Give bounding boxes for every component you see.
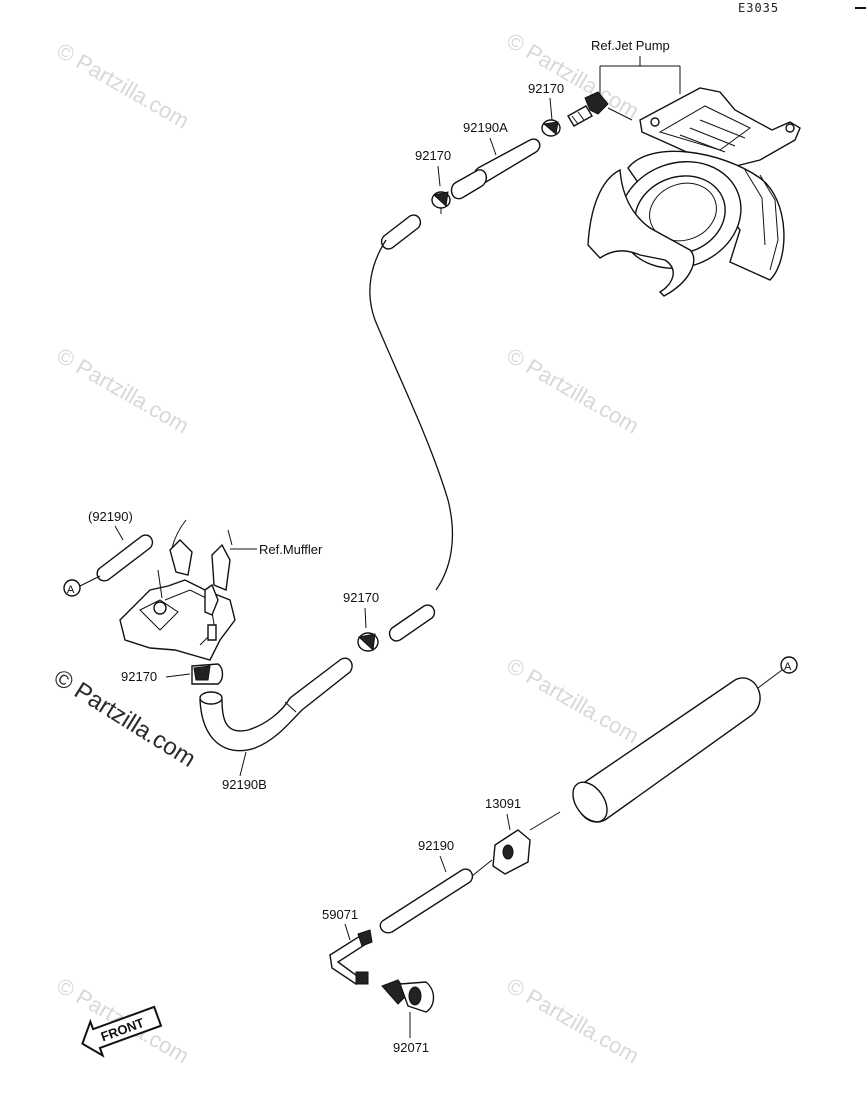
muffler-reference [119, 519, 236, 661]
elbow-fitting-top [567, 91, 633, 127]
hose-92190-left [96, 534, 154, 582]
label-92190-paren: (92190) [88, 509, 133, 524]
watermark: © Partzilla.com [503, 973, 644, 1069]
watermark: © Partzilla.com [53, 343, 194, 439]
block-13091 [492, 829, 531, 875]
label-92190A: 92190A [463, 120, 508, 135]
marker-a-left: A [63, 575, 101, 597]
label-92170-mid: 92170 [415, 148, 451, 163]
nozzle-92071 [381, 979, 435, 1013]
hose-92190A [450, 138, 541, 200]
label-13091: 13091 [485, 796, 521, 811]
hose-long-connector [369, 214, 454, 642]
watermark: © Partzilla.com [53, 38, 194, 134]
watermark: © Partzilla.com [503, 343, 644, 439]
label-ref-jet-pump: Ref.Jet Pump [591, 38, 670, 53]
label-59071: 59071 [322, 907, 358, 922]
hose-92190B [199, 657, 353, 752]
clamp-92170-mid [431, 191, 451, 214]
watermark: © Partzilla.com [503, 653, 644, 749]
leader-ref-jet-pump [599, 56, 681, 96]
large-tube [529, 677, 761, 831]
marker-a-left-text: A [67, 584, 75, 596]
clamp-92170-left [191, 663, 224, 685]
marker-a-right-text: A [784, 661, 792, 673]
clamp-92170-top [541, 119, 561, 137]
marker-a-right: A [757, 656, 798, 689]
label-ref-muffler: Ref.Muffler [259, 542, 323, 557]
label-92071: 92071 [393, 1040, 429, 1055]
diagram-code: E3035 [738, 1, 779, 15]
label-92170-left: 92170 [121, 669, 157, 684]
label-92170-right: 92170 [343, 590, 379, 605]
label-92190B: 92190B [222, 777, 267, 792]
fitting-59071 [329, 929, 373, 985]
front-arrow: FRONT [81, 1005, 163, 1058]
jet-pump-reference [587, 87, 801, 297]
label-92190: 92190 [418, 838, 454, 853]
label-92170-top: 92170 [528, 81, 564, 96]
clamp-92170-right [357, 632, 379, 652]
tube-92190 [379, 859, 493, 934]
